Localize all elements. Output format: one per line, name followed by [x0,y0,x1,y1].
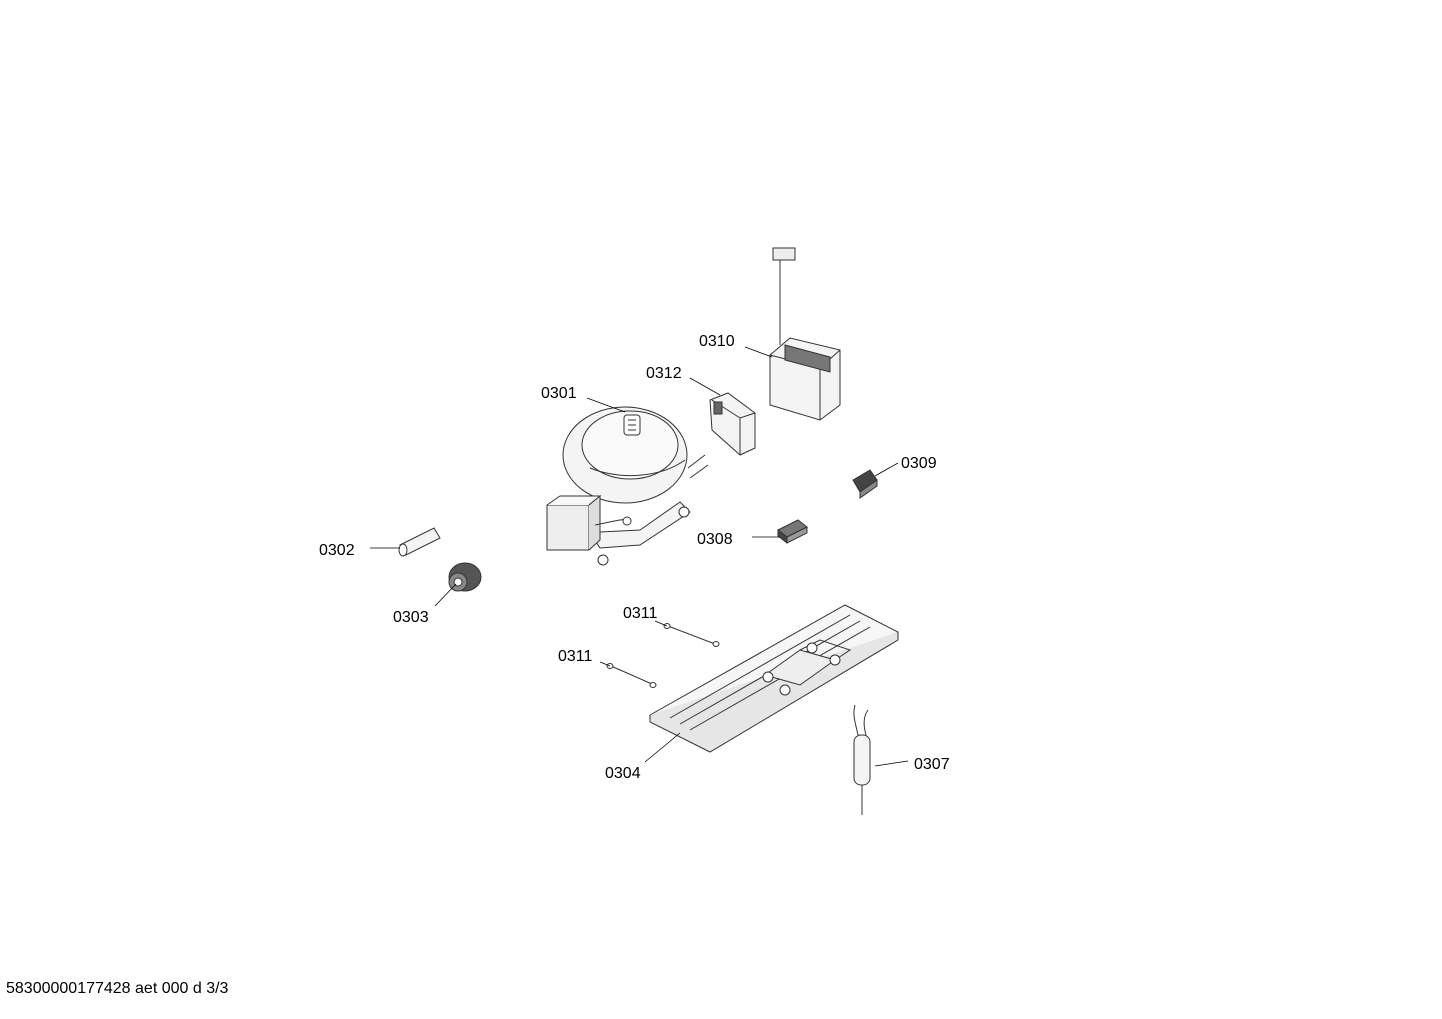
small-cap-part-0309 [852,469,878,499]
relay-box-part [769,247,841,421]
pin-part [398,527,441,557]
label-0302: 0302 [319,542,355,559]
leader-lines [370,346,909,767]
label-0311-lower: 0311 [558,648,593,665]
label-0307: 0307 [914,756,950,773]
label-0309: 0309 [901,455,937,472]
label-0304: 0304 [605,765,641,782]
label-0311-upper: 0311 [623,605,658,622]
base-plate-part [648,604,900,753]
label-0312: 0312 [646,365,682,382]
label-0303: 0303 [393,609,429,626]
label-0301: 0301 [541,385,577,402]
document-footer-code: 58300000177428 aet 000 d 3/3 [6,980,229,997]
capacitor-part [853,704,871,815]
strap-part-lower [606,663,657,688]
label-0310: 0310 [699,333,735,350]
compressor-part [546,406,709,566]
strap-part-upper [663,623,720,647]
clip-part [709,392,756,456]
small-cap-part-0308 [777,519,808,545]
label-0308: 0308 [697,531,733,548]
